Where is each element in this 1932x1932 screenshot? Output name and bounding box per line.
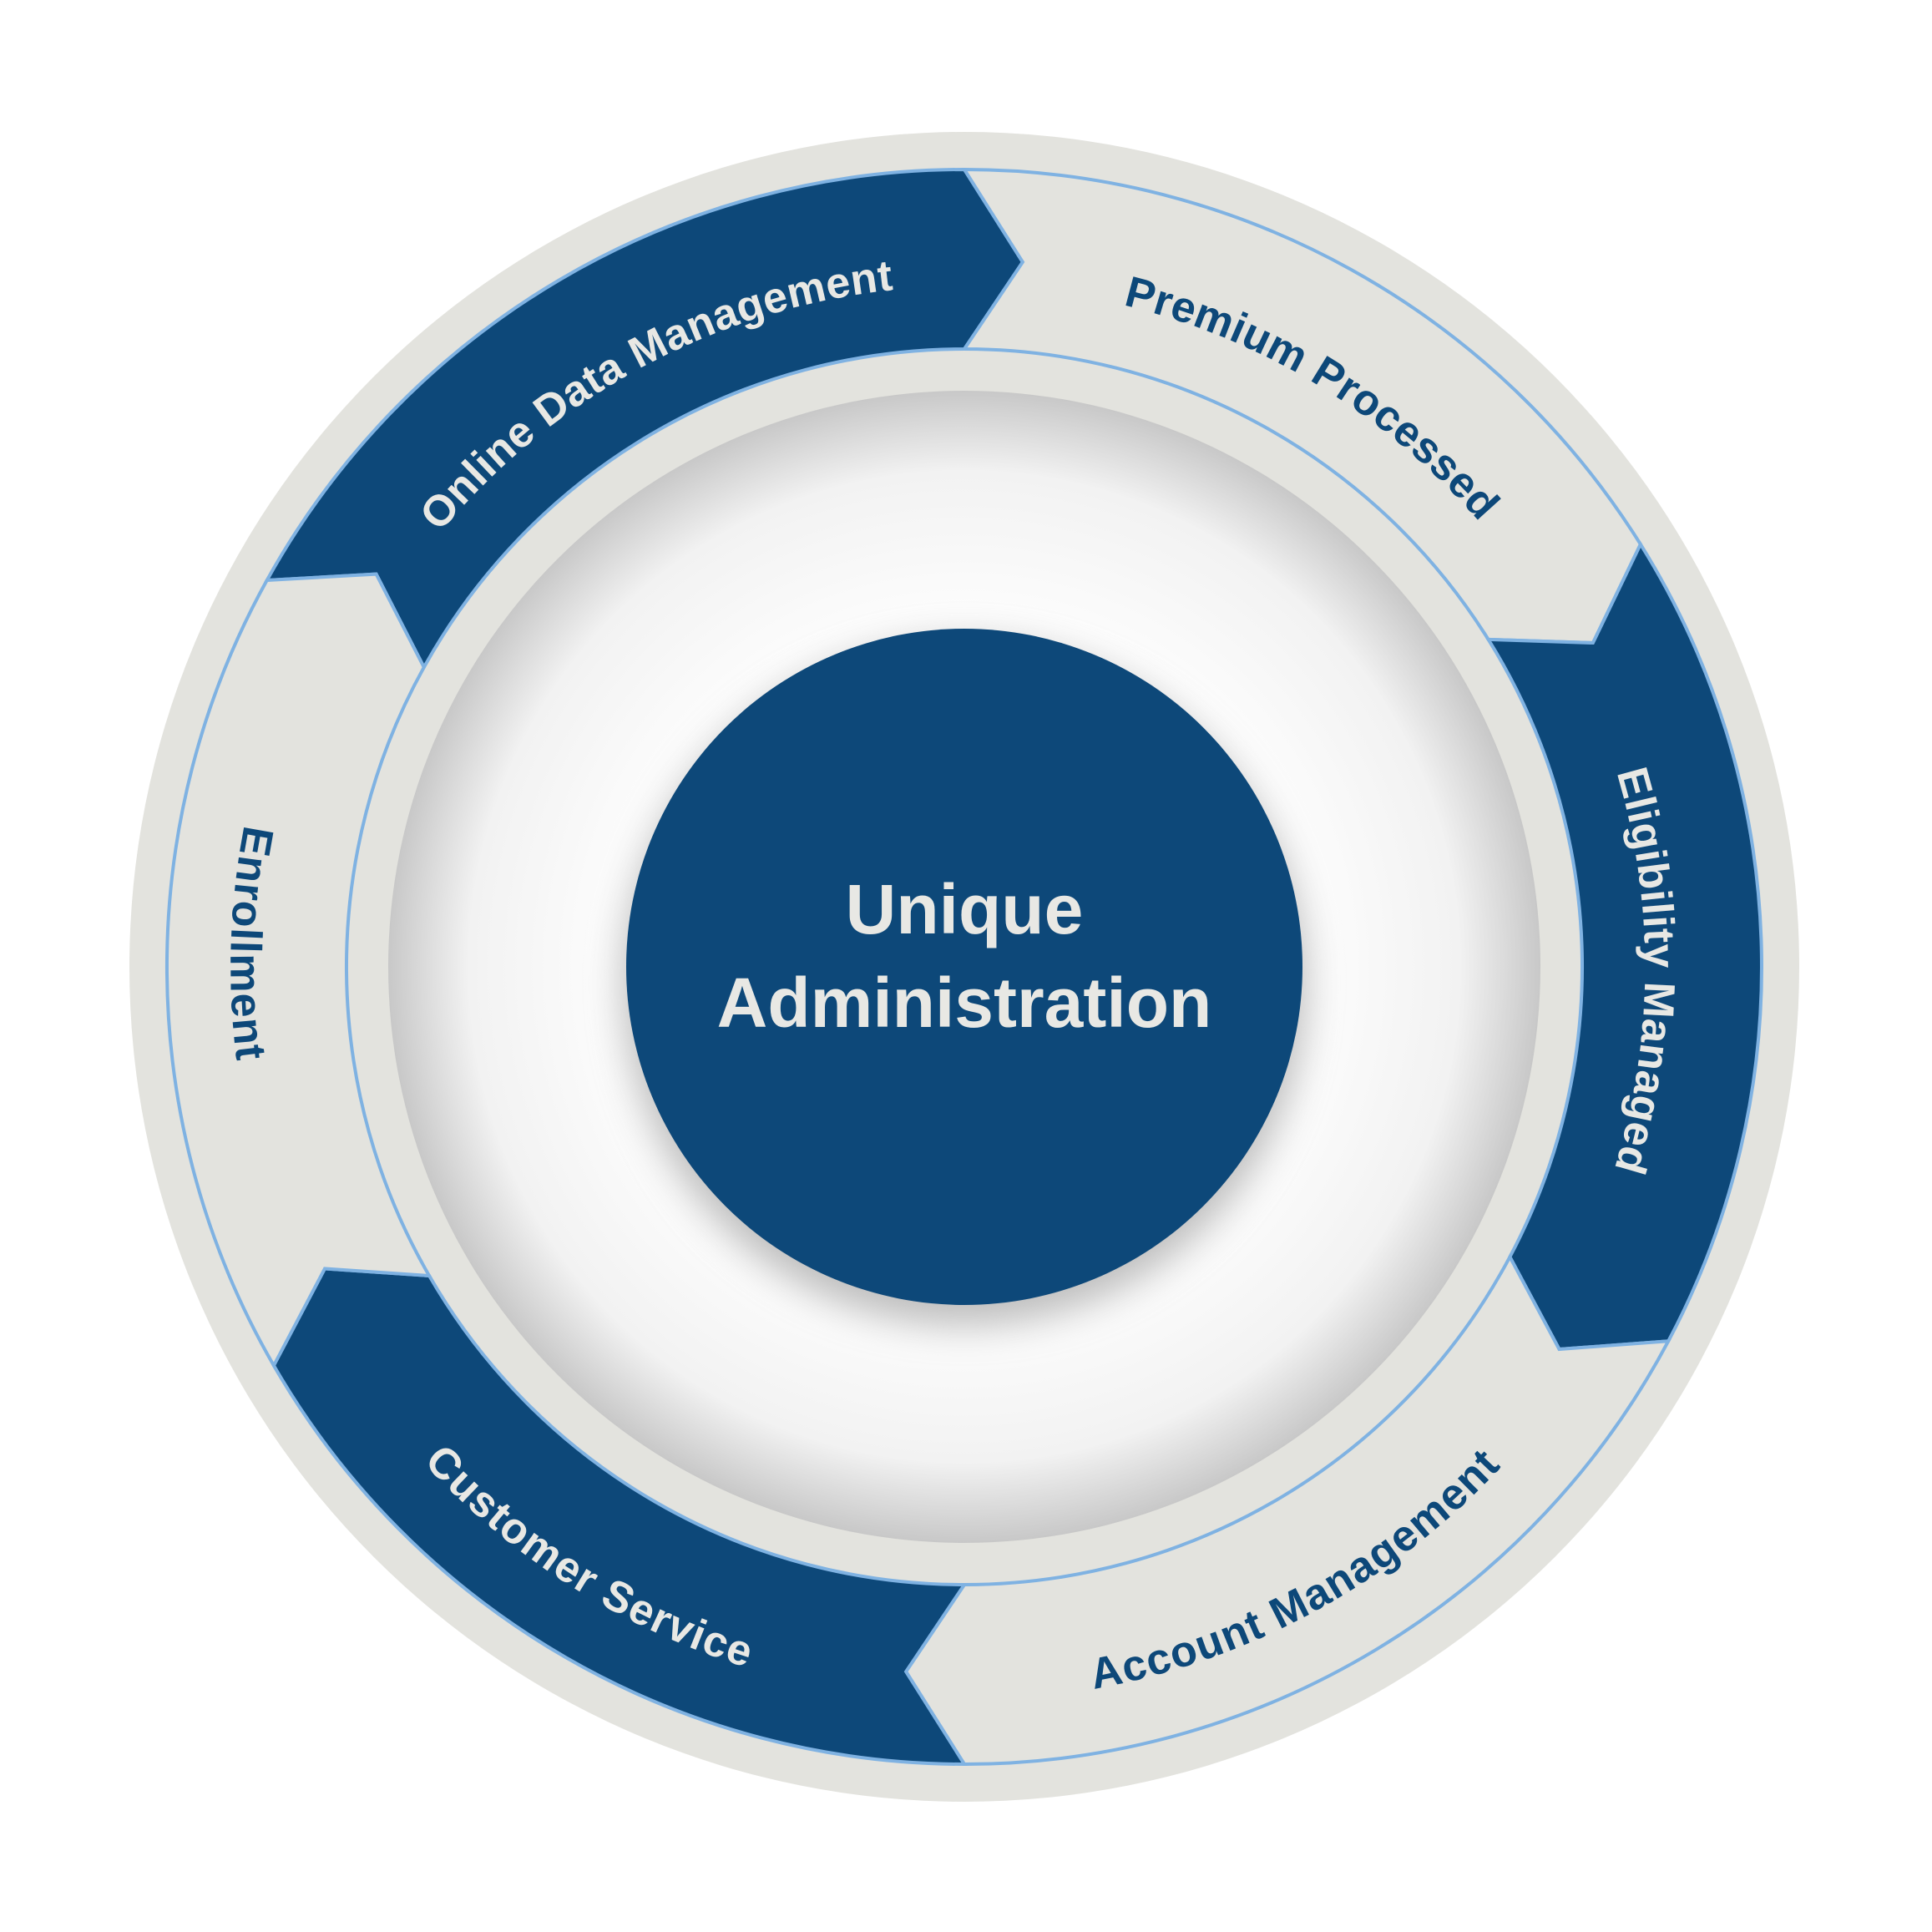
segments-layer <box>164 167 1763 1767</box>
ring-segment-6 <box>164 572 432 1369</box>
center-disc <box>626 629 1302 1305</box>
center-title-line1: Unique <box>846 870 1084 948</box>
center-title-line2: Administration <box>717 963 1212 1042</box>
